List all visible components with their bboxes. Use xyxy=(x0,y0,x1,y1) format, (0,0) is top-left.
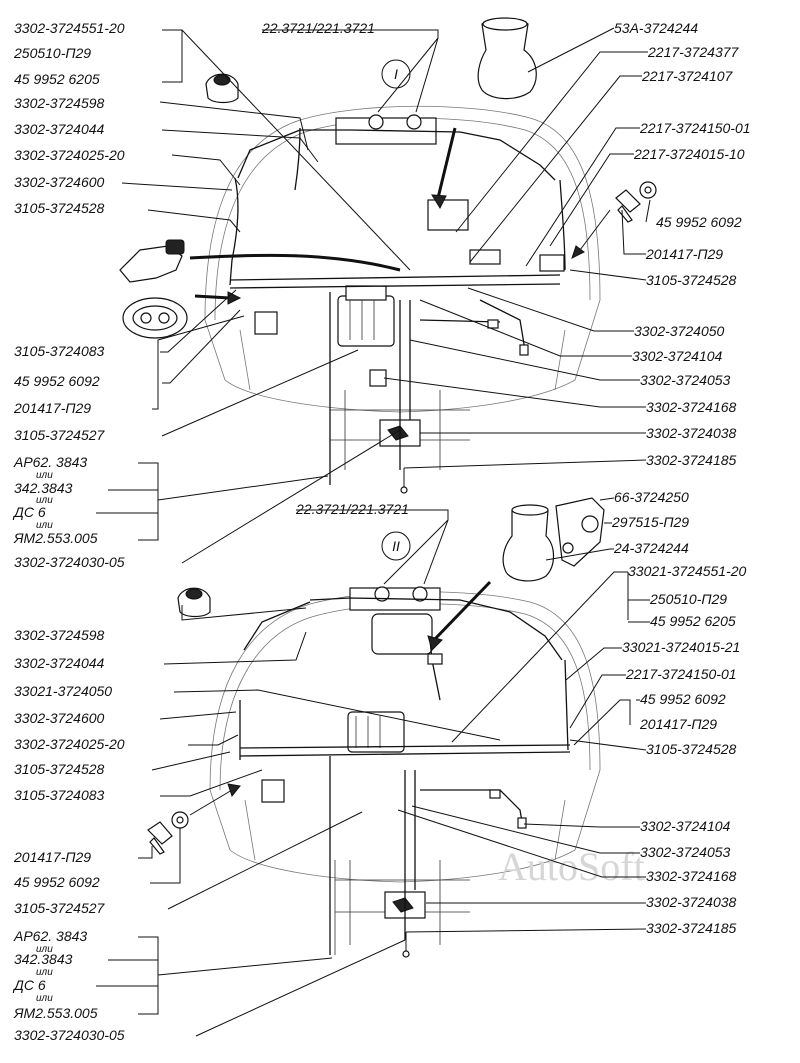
part-label: 3302-3724044 xyxy=(14,121,105,137)
part-label: 3302-3724104 xyxy=(632,348,723,364)
part-label: 3302-3724600 xyxy=(14,174,105,190)
part-label: 3302-3724038 xyxy=(646,894,737,910)
part-label: 3302-3724600 xyxy=(14,710,105,726)
part-label: 201417-П29 xyxy=(13,849,91,865)
part-label: 3105-3724528 xyxy=(646,272,737,288)
part-label: 45 9952 6092 xyxy=(656,214,742,230)
part-label: 3302-3724598 xyxy=(14,627,105,643)
part-label: 3302-3724050 xyxy=(634,323,725,339)
section-1-labels: I 3302-3724551-20 250510-П29 45 9952 620… xyxy=(12,20,751,570)
part-label: 201417-П29 xyxy=(639,716,717,732)
part-label: 3105-3724528 xyxy=(14,761,105,777)
or-label: или xyxy=(36,470,53,481)
or-label: или xyxy=(36,944,53,955)
part-label: 3302-3724104 xyxy=(640,818,731,834)
part-label: 3302-3724025-20 xyxy=(14,736,125,752)
ap-stack-label: АР62. 3843 xyxy=(13,454,87,470)
or-label: или xyxy=(36,993,53,1004)
part-label: 45 9952 6092 xyxy=(640,691,726,707)
part-label: 2217-3724377 xyxy=(647,44,740,60)
part-label: 3302-3724030-05 xyxy=(14,554,125,570)
section-1-leaders xyxy=(96,27,651,564)
part-label: 3302-3724030-05 xyxy=(14,1027,125,1043)
part-label: 33021-3724551-20 xyxy=(628,563,747,579)
ap-stack-label: 342.3843 xyxy=(14,951,73,967)
part-label: 297515-П29 xyxy=(611,514,689,530)
or-label: или xyxy=(36,967,53,978)
ap-stack-label: ДС 6 xyxy=(12,504,46,520)
part-label: 53А-3724244 xyxy=(614,20,698,36)
part-label: 3302-3724185 xyxy=(646,920,737,936)
part-label: 201417-П29 xyxy=(645,246,723,262)
part-label: 2217-3724150-01 xyxy=(639,120,751,136)
or-label: или xyxy=(36,495,53,506)
section-2-leaders xyxy=(96,497,650,1037)
part-label: 3302-3724598 xyxy=(14,95,105,111)
part-label: 45 9952 6092 xyxy=(14,373,100,389)
part-label: 66-3724250 xyxy=(614,489,689,505)
part-label: 3302-3724025-20 xyxy=(14,147,125,163)
section-marker: II xyxy=(392,538,400,554)
part-label: 2217-3724107 xyxy=(641,68,734,84)
ap-stack-label: АР62. 3843 xyxy=(13,928,87,944)
ap-stack-label: ЯМ2.553.005 xyxy=(13,530,98,546)
part-label: 2217-3724015-10 xyxy=(633,146,745,162)
part-label: 3302-3724185 xyxy=(646,452,737,468)
part-label: 33021-3724050 xyxy=(14,683,112,699)
part-label: 3302-3724168 xyxy=(646,868,737,884)
part-label: 22.3721/221.3721 xyxy=(261,20,375,36)
part-label: 250510-П29 xyxy=(649,591,727,607)
part-label: 33021-3724015-21 xyxy=(622,639,740,655)
part-label: 3105-3724527 xyxy=(14,427,106,443)
part-label: 3105-3724083 xyxy=(14,787,105,803)
section-1-drawing xyxy=(119,17,657,485)
part-label: 3105-3724527 xyxy=(14,900,106,916)
part-label: 3302-3724053 xyxy=(640,844,731,860)
part-label: 3302-3724168 xyxy=(646,399,737,415)
part-label: 3302-3724038 xyxy=(646,425,737,441)
part-label: 2217-3724150-01 xyxy=(625,666,737,682)
ap-stack-label: ДС 6 xyxy=(12,977,46,993)
part-label: 22.3721/221.3721 xyxy=(295,501,409,517)
ap-stack-label: 342.3843 xyxy=(14,480,73,496)
part-label: 3302-3724053 xyxy=(640,372,731,388)
part-label: 24-3724244 xyxy=(613,540,689,556)
section-2-labels: II 22.3721/221.3721 3302-3724598 3302-37… xyxy=(12,489,747,1043)
ap-stack-label: ЯМ2.553.005 xyxy=(13,1005,98,1021)
part-label: 45 9952 6205 xyxy=(650,613,736,629)
part-label: 3302-3724551-20 xyxy=(14,20,125,36)
section-2-drawing xyxy=(147,497,605,955)
part-label: 45 9952 6205 xyxy=(14,71,100,87)
part-label: 201417-П29 xyxy=(13,400,91,416)
part-label: 250510-П29 xyxy=(13,45,91,61)
part-label: 3105-3724528 xyxy=(646,741,737,757)
section-marker: I xyxy=(394,66,398,82)
part-label: 3105-3724083 xyxy=(14,343,105,359)
part-label: 3302-3724044 xyxy=(14,655,105,671)
or-label: или xyxy=(36,520,53,531)
part-label: 3105-3724528 xyxy=(14,200,105,216)
part-label: 45 9952 6092 xyxy=(14,874,100,890)
